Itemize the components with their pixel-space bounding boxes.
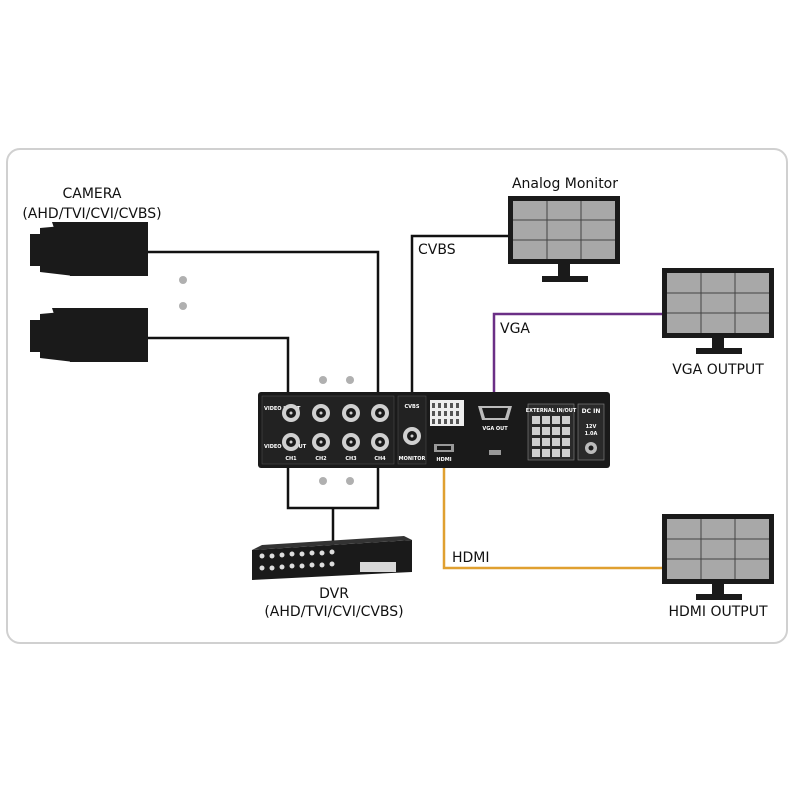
bnc-connectors <box>282 404 389 451</box>
usb-port <box>489 450 501 455</box>
camera-label: CAMERA <box>62 186 121 202</box>
bnc-connector <box>371 433 389 451</box>
video-input-label: VIDEO INPUT <box>264 406 301 412</box>
dc-in-label: DC IN <box>582 408 601 415</box>
camera1-cable <box>148 250 380 400</box>
bnc-connector <box>282 433 300 451</box>
analog-monitor-icon <box>508 196 620 282</box>
bnc-connector <box>312 433 330 451</box>
ch1-label: CH1 <box>285 456 297 462</box>
ch3-label: CH3 <box>345 456 357 462</box>
device-back-panel: VIDEO INPUT VIDEO OUTPUT CH1 CH2 CH3 CH4… <box>258 392 610 468</box>
camera-1-icon <box>30 222 148 276</box>
power-voltage-label: 12V <box>586 424 597 430</box>
bnc-connector <box>312 404 330 422</box>
dot <box>319 477 327 485</box>
ch4-label: CH4 <box>374 456 386 462</box>
hdmi-port-label: HDMI <box>436 457 451 463</box>
cvbs-port-label: CVBS <box>405 404 420 410</box>
cvbs-cable-label: CVBS <box>418 242 456 258</box>
dot <box>179 302 187 310</box>
hdmi-cable <box>442 460 664 570</box>
dvr-type-label: (AHD/TVI/CVI/CVBS) <box>264 604 403 620</box>
hdmi-monitor-icon <box>662 514 774 600</box>
bnc-connector <box>282 404 300 422</box>
dvr-label: DVR <box>319 586 349 602</box>
monitor-bnc-connector <box>403 427 421 445</box>
ch2-label: CH2 <box>315 456 327 462</box>
camera-type-label: (AHD/TVI/CVI/CVBS) <box>22 206 161 222</box>
dot <box>346 477 354 485</box>
vga-cable-label: VGA <box>500 321 530 337</box>
hdmi-port <box>434 444 454 452</box>
bnc-connector <box>342 433 360 451</box>
cvbs-cable <box>410 234 508 400</box>
ellipsis-dots <box>179 276 354 485</box>
dip-switch-block <box>430 400 464 426</box>
dc-jack <box>585 442 597 454</box>
power-current-label: 1.0A <box>585 431 598 437</box>
external-inout-label: EXTERNAL IN/OUT <box>526 408 577 414</box>
hdmi-output-label: HDMI OUTPUT <box>668 604 767 620</box>
bnc-connector <box>371 404 389 422</box>
vga-cable <box>492 312 664 400</box>
dot <box>346 376 354 384</box>
terminal-block <box>532 416 570 457</box>
dot <box>179 276 187 284</box>
camera2-cable <box>148 336 290 400</box>
vga-out-label: VGA OUT <box>482 426 508 432</box>
vga-port <box>478 406 512 420</box>
monitor-port-label: MONITOR <box>399 456 426 462</box>
dot <box>319 376 327 384</box>
hdmi-cable-label: HDMI <box>452 550 490 566</box>
dvr-icon <box>252 536 412 580</box>
vga-output-label: VGA OUTPUT <box>672 362 764 378</box>
bnc-connector <box>342 404 360 422</box>
analog-monitor-label: Analog Monitor <box>512 176 618 192</box>
camera-2-icon <box>30 308 148 362</box>
dvr-cable-left <box>286 466 380 510</box>
diagram-frame <box>6 148 788 644</box>
camera-cables <box>148 234 508 545</box>
vga-monitor-icon <box>662 268 774 354</box>
